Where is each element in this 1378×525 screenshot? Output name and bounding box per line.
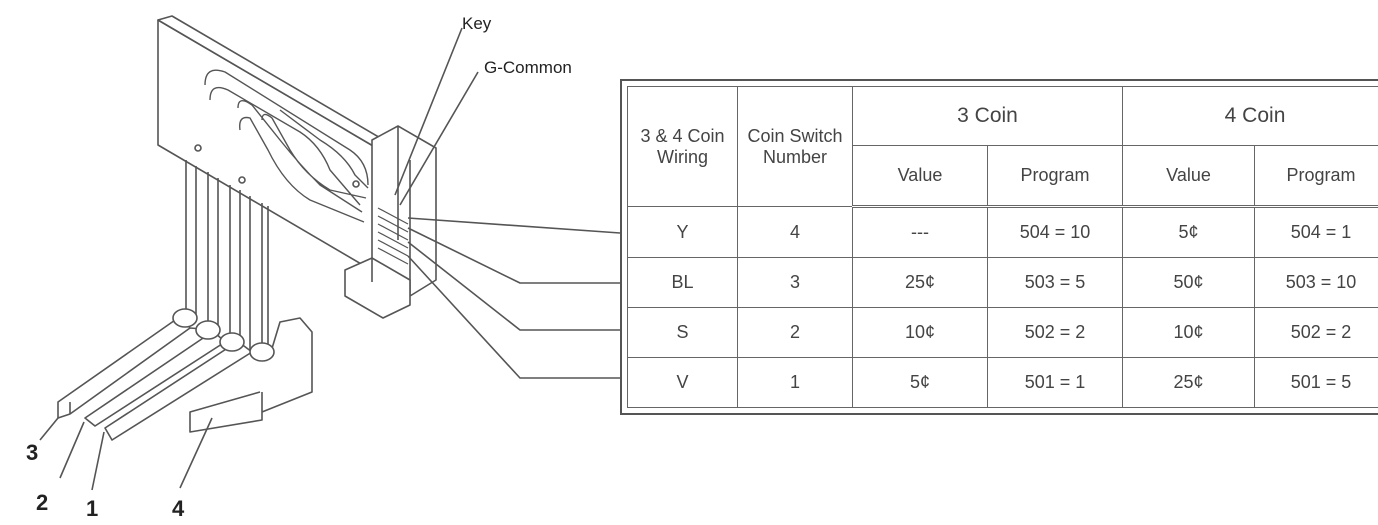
cell-4-coin-program: 501 = 5	[1254, 357, 1378, 408]
header-3-coin-value: Value	[852, 144, 988, 209]
header-4-coin: 4 Coin	[1122, 86, 1378, 146]
cell-switch: 2	[737, 307, 853, 358]
header-3-coin-program: Program	[986, 144, 1124, 209]
header-wiring: 3 & 4 Coin Wiring	[627, 86, 738, 207]
lever-number-1: 1	[86, 496, 99, 521]
header-3-coin: 3 Coin	[851, 86, 1124, 146]
lever-number-4: 4	[172, 496, 185, 521]
header-4-coin-value: Value	[1122, 144, 1256, 209]
cell-4-coin-value: 50¢	[1122, 257, 1256, 308]
header-4-coin-program: Program	[1254, 144, 1378, 209]
board-traces	[204, 69, 369, 223]
lever-number-3: 3	[26, 440, 39, 465]
table-row: V 1 5¢ 501 = 1 25¢ 501 = 5	[627, 357, 1378, 408]
cell-4-coin-value: 10¢	[1122, 307, 1256, 358]
cell-wiring: S	[627, 307, 738, 358]
cell-wiring: Y	[627, 206, 738, 258]
wire-y	[407, 217, 621, 234]
switch-legs	[185, 160, 269, 355]
coin-levers	[57, 317, 313, 441]
cell-switch: 4	[737, 206, 853, 258]
key-leader-line	[394, 27, 463, 196]
table-row: Y 4 --- 504 = 10 5¢ 504 = 1	[627, 206, 1378, 258]
cell-3-coin-program: 501 = 1	[986, 357, 1124, 408]
g-common-label: G-Common	[484, 58, 572, 77]
cell-switch: 3	[737, 257, 853, 308]
table-row: BL 3 25¢ 503 = 5 50¢ 503 = 10	[627, 257, 1378, 308]
lever-number-2: 2	[36, 490, 49, 515]
wire-s	[407, 241, 620, 331]
cell-3-coin-value: 25¢	[852, 257, 988, 308]
cell-3-coin-value: 5¢	[852, 357, 988, 408]
cell-4-coin-value: 5¢	[1122, 206, 1256, 258]
coin-wiring-table: 3 & 4 Coin Wiring Coin Switch Number 3 C…	[620, 79, 1378, 415]
cell-4-coin-value: 25¢	[1122, 357, 1256, 408]
cell-3-coin-program: 504 = 10	[986, 206, 1124, 258]
cell-3-coin-value: 10¢	[852, 307, 988, 358]
cell-3-coin-program: 502 = 2	[986, 307, 1124, 358]
lever-leader-lines	[39, 417, 213, 491]
table-row: S 2 10¢ 502 = 2 10¢ 502 = 2	[627, 307, 1378, 358]
cell-wiring: BL	[627, 257, 738, 308]
cell-wiring: V	[627, 357, 738, 408]
g-common-leader-line	[399, 71, 479, 206]
cell-3-coin-program: 503 = 5	[986, 257, 1124, 308]
cell-switch: 1	[737, 357, 853, 408]
cell-3-coin-value: ---	[852, 206, 988, 258]
key-label: Key	[462, 14, 492, 33]
cell-4-coin-program: 502 = 2	[1254, 307, 1378, 358]
cell-4-coin-program: 503 = 10	[1254, 257, 1378, 308]
cell-4-coin-program: 504 = 1	[1254, 206, 1378, 258]
wire-v	[407, 255, 620, 379]
wire-bl	[407, 227, 620, 284]
header-switch-number: Coin Switch Number	[737, 86, 853, 207]
